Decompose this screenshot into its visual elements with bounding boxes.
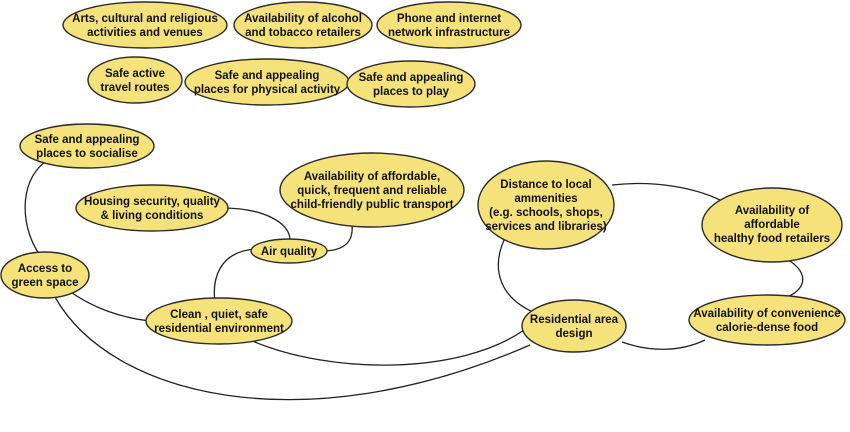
node-travel-line-2: travel routes [100,82,169,94]
node-convenience-line-2: calorie-dense food [716,322,818,334]
node-physical-line-2: places for physical activity [194,84,341,96]
edge-clean-air [213,248,256,304]
node-food-line-2: affordable [744,219,800,231]
node-arts: Arts, cultural and religious activities a… [62,1,228,49]
node-clean: Clean , quiet, safe residential environme… [145,297,293,345]
node-physical: Safe and appealing places for physical ac… [184,58,350,106]
edge-amenities-residential [497,237,541,316]
node-amenities-line-2: ammenities [514,193,577,205]
edge-amenities-food [611,182,721,201]
node-housing-line-2: & living conditions [101,210,204,222]
svg-text:Housing security, quality& liv: Housing security, quality & living condit… [84,196,220,222]
svg-text:Availability of affordable,qui: Availability of affordable, quick, freque… [291,171,454,211]
edge-clean-residential [249,329,525,366]
node-air-label: Air quality [261,246,318,258]
edge-green-clean [67,289,151,322]
node-arts-line-1: Arts, cultural and religious [72,13,218,25]
edge-residential-convenience [621,339,706,350]
node-socialise-line-2: places to socialise [36,148,138,160]
node-play-line-2: places to play [373,86,450,98]
node-arts-line-2: activities and venues [87,27,203,39]
node-travel: Safe active travel routes [87,56,183,104]
node-socialise-line-1: Safe and appealing [35,134,140,146]
node-amenities: Distance to local ammenities (e.g. schools… [477,160,615,250]
node-clean-line-2: residential environment [154,323,284,335]
node-alcohol-line-2: and tobacco retailers [245,27,361,39]
node-food-line-1: Availability of [735,205,810,217]
node-alcohol-line-1: Availability of alcohol [244,13,362,25]
node-food-line-3: healthy food retailers [714,233,830,245]
edge-transport-air [321,224,353,252]
node-residential-line-2: design [555,328,592,340]
edge-socialise-green [24,161,46,259]
node-phone-line-1: Phone and internet [397,13,501,25]
node-alcohol: Availability of alcohol and tobacco retai… [233,1,373,49]
node-food: Availability of affordable healthy food re… [701,187,843,263]
node-green-line-2: green space [11,277,78,289]
node-socialise: Safe and appealing places to socialise [19,123,155,169]
node-clean-line-1: Clean , quiet, safe [170,309,268,321]
edge-green-residential [54,296,531,401]
node-transport-line-3: child-friendly public transport [291,199,454,211]
node-housing-line-1: Housing security, quality [84,196,220,208]
node-air: Air quality [250,238,328,264]
node-amenities-line-3: (e.g. schools, shops, [489,207,603,219]
node-housing: Housing security, quality & living condit… [75,184,229,232]
edge-food-convenience [784,260,804,299]
node-amenities-line-1: Distance to local [500,179,591,191]
node-green-line-1: Access to [18,263,72,275]
connectors [24,161,804,401]
node-travel-line-1: Safe active [105,68,165,80]
node-convenience-line-1: Availability of convenience [693,308,840,320]
edge-housing-air [221,207,291,241]
node-green: Access to green space [0,251,90,299]
node-residential: Residential area design [521,299,627,353]
node-transport: Availability of affordable, quick, freque… [279,152,465,228]
node-play-line-1: Safe and appealing [359,72,464,84]
node-play: Safe and appealing places to play [346,60,476,108]
node-transport-line-1: Availability of affordable, [304,171,440,183]
node-physical-line-1: Safe and appealing [215,70,320,82]
node-convenience: Availability of convenience calorie-dense… [688,294,846,346]
node-phone: Phone and internet network infrastructure [376,1,522,49]
node-amenities-line-4: services and libraries) [485,221,607,233]
node-phone-line-2: network infrastructure [388,27,510,39]
node-transport-line-2: quick, frequent and reliable [297,185,447,197]
node-residential-line-1: Residential area [530,314,619,326]
